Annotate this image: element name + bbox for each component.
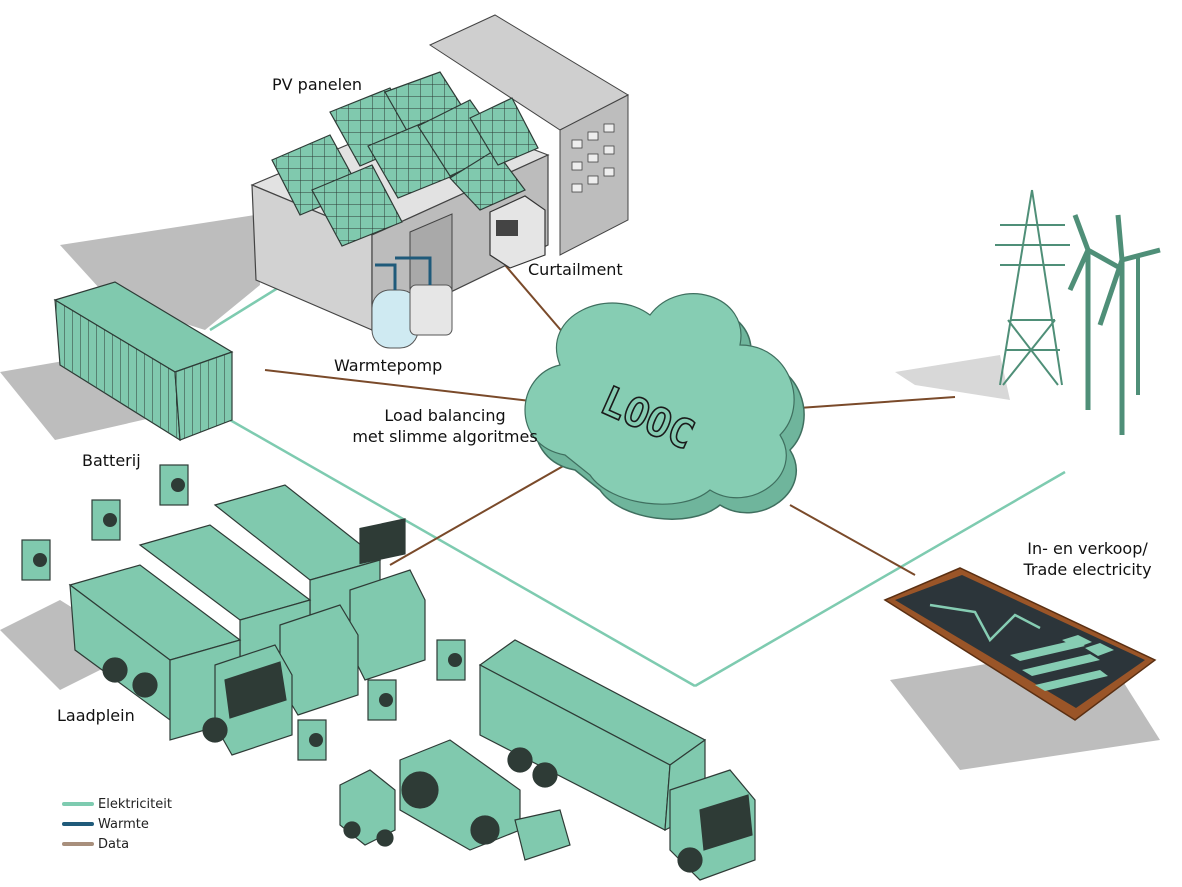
legend-swatch-electricity: [62, 802, 94, 806]
office-building: [428, 14, 630, 256]
label-load-balancing-line1: Load balancing: [384, 406, 506, 425]
label-load-balancing-line2: met slimme algoritmes: [352, 427, 538, 446]
legend-label-data: Data: [98, 836, 130, 852]
label-trade-line1: In- en verkoop/: [1027, 539, 1148, 558]
semi-truck: [478, 639, 756, 881]
tractor-and-forklift: [339, 739, 571, 861]
battery-container: [0, 281, 234, 442]
label-trade-line2: Trade electricity: [1023, 560, 1152, 579]
legend-swatch-data: [62, 842, 94, 846]
legend-item-electricity: Elektriciteit: [62, 794, 172, 814]
garbage-trucks: [0, 484, 426, 756]
label-load-balancing: Load balancing met slimme algoritmes: [345, 405, 545, 447]
legend-label-electricity: Elektriciteit: [98, 796, 172, 812]
label-battery: Batterij: [82, 451, 141, 470]
pv-panels-array: [271, 71, 539, 247]
heat-pump: [371, 256, 453, 349]
trade-phone: [883, 567, 1160, 770]
charging-stations: [21, 464, 466, 761]
looc-cloud: LOOC: [524, 293, 805, 520]
building-shadow: [60, 215, 260, 330]
legend: Elektriciteit Warmte Data: [62, 794, 172, 854]
label-heat-pump: Warmtepomp: [334, 356, 443, 375]
pylon-and-wind-turbines: [895, 189, 1161, 435]
legend-item-data: Data: [62, 834, 172, 854]
label-pv-panels: PV panelen: [272, 75, 363, 94]
legend-item-heat: Warmte: [62, 814, 172, 834]
label-trade: In- en verkoop/ Trade electricity: [1005, 538, 1170, 580]
label-curtailment: Curtailment: [528, 260, 623, 279]
legend-label-heat: Warmte: [98, 816, 149, 832]
legend-swatch-heat: [62, 822, 94, 826]
label-charging: Laadplein: [57, 706, 135, 725]
curtailment-truck: [489, 195, 546, 269]
